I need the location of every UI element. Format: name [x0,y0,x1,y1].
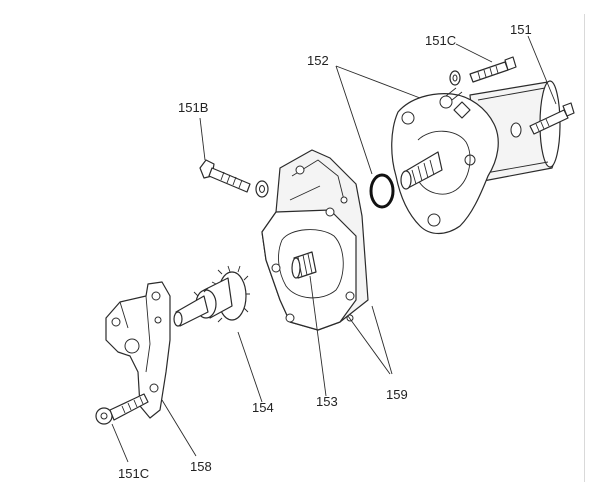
callout-151b: 151B [178,100,208,115]
starter-bracket [105,281,171,419]
callout-152: 152 [307,53,329,68]
callout-158: 158 [190,459,212,474]
callout-151c-bottom: 151C [118,466,149,481]
gear-housing [261,149,369,331]
callout-159: 159 [386,387,408,402]
bolt-151c-top [449,56,517,86]
callout-151: 151 [510,22,532,37]
bolt-151c-bottom [95,393,149,425]
callout-154: 154 [252,400,274,415]
o-ring [369,173,395,209]
bolt-151 [529,102,575,135]
idler-gear [173,265,250,327]
starter-motor [391,80,561,235]
page-edge-divider [584,14,585,482]
callout-151c-top: 151C [425,33,456,48]
callout-153: 153 [316,394,338,409]
needle-bearing [291,251,317,279]
leader-lines [111,35,557,463]
bolt-151b [199,159,269,198]
